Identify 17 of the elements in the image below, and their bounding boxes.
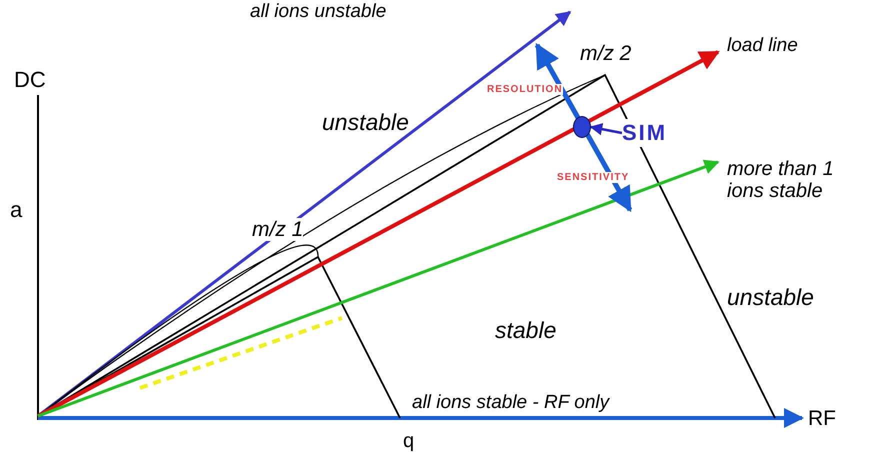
region-label: unstable bbox=[322, 110, 409, 136]
region-label: SENSITIVITY bbox=[557, 172, 630, 183]
operating-point-dot bbox=[573, 116, 591, 138]
curve-label: more than 1 ions stable bbox=[727, 158, 835, 202]
region-label: unstable bbox=[727, 285, 814, 310]
curve-label: all ions unstable bbox=[250, 2, 386, 23]
axis-label: a bbox=[10, 198, 22, 222]
peak-label: m/z 2 bbox=[580, 42, 632, 66]
curve-label: load line bbox=[727, 36, 798, 57]
region-label: stable bbox=[495, 318, 556, 344]
axis-label: DC bbox=[14, 68, 46, 92]
region-label: RESOLUTION bbox=[487, 84, 563, 95]
curve-label: all ions stable - RF only bbox=[412, 393, 610, 414]
axis-label: RF bbox=[808, 407, 836, 430]
axis-label: q bbox=[403, 430, 414, 452]
peak-label: m/z 1 bbox=[252, 218, 304, 242]
arrow bbox=[590, 123, 622, 136]
